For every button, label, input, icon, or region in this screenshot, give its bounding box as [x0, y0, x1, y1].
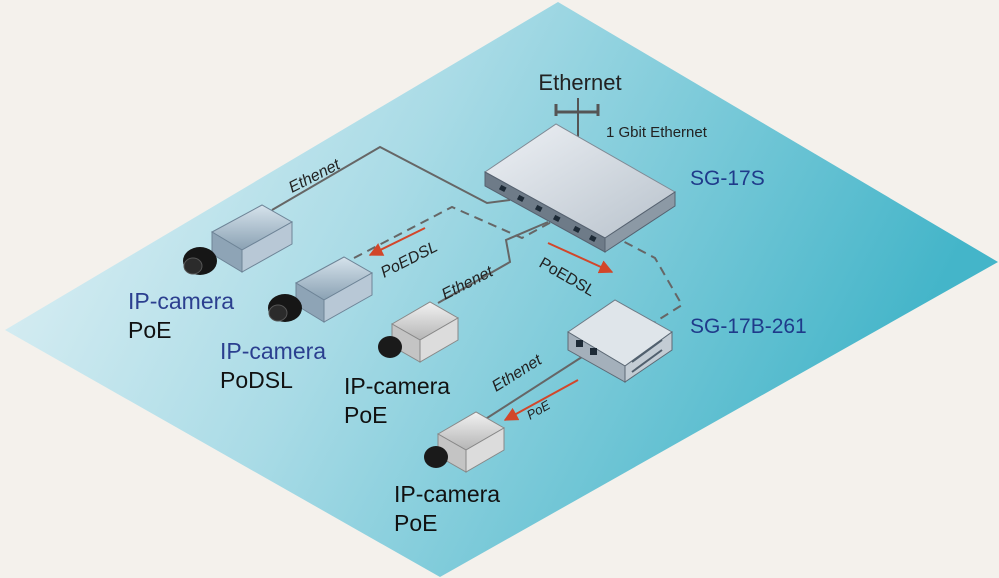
arrow-podsl-link	[547, 242, 614, 274]
camera-3-icon	[378, 301, 460, 363]
arrow-poe-camera4	[503, 379, 579, 421]
camera-4-name: IP-camera	[394, 481, 500, 507]
camera-3-name: IP-camera	[344, 373, 450, 399]
background-diamond	[5, 2, 998, 577]
camera-2-icon	[268, 256, 374, 323]
camera-1-type: PoE	[128, 317, 171, 343]
cable-camera1	[271, 145, 511, 211]
arrow-podsl-camera2	[368, 227, 426, 256]
ethernet-label: Ethernet	[538, 70, 621, 95]
sg17s-label: SG-17S	[690, 167, 765, 190]
camera-2-name: IP-camera	[220, 338, 326, 364]
camera-3-type: PoE	[344, 402, 387, 428]
camera-2-type: PoDSL	[220, 367, 293, 393]
cable-camera4	[483, 354, 586, 421]
camera-1-icon	[183, 204, 294, 275]
camera-1-name: IP-camera	[128, 288, 234, 314]
cable-camera3	[437, 221, 549, 304]
gbit-ethernet-label: 1 Gbit Ethernet	[606, 124, 708, 141]
switch-sg17b	[567, 299, 673, 383]
sg17b-label: SG-17B-261	[690, 315, 807, 338]
switch-sg17s	[484, 123, 676, 253]
camera-4-type: PoE	[394, 510, 437, 536]
camera-4-icon	[424, 411, 506, 473]
cable-podsl-link	[597, 227, 684, 323]
